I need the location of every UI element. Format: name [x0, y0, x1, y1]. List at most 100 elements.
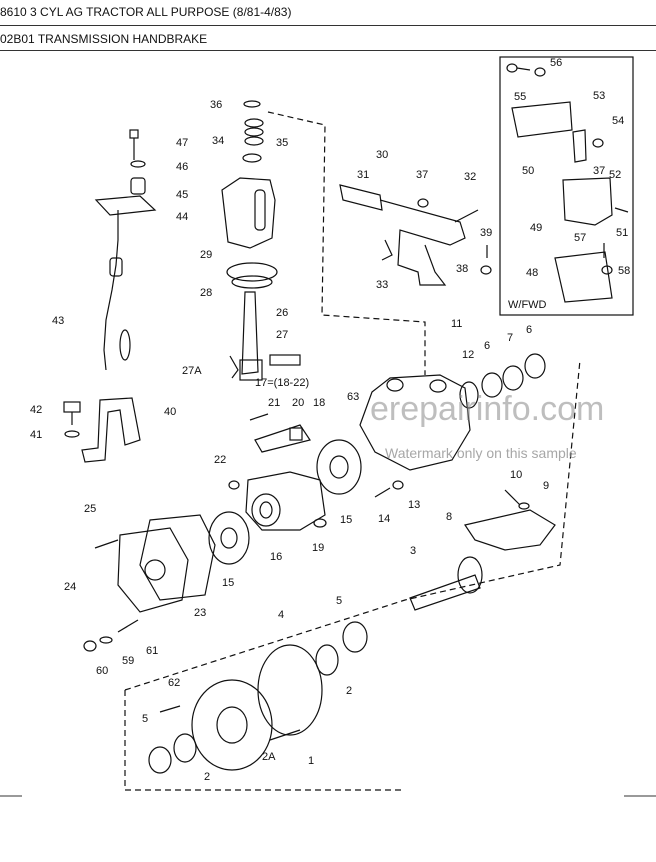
callout-42: 42 — [30, 404, 42, 416]
bracket-44 — [94, 195, 157, 216]
callout-27A: 27A — [182, 365, 202, 377]
bolt-51 — [614, 207, 629, 213]
section-title: 02B01 TRANSMISSION HANDBRAKE — [0, 32, 208, 46]
spring-35 — [244, 118, 264, 128]
callout-5b: 5 — [142, 713, 148, 725]
retainer-36 — [243, 100, 261, 108]
callout-53: 53 — [593, 90, 605, 102]
gasket-23 — [139, 514, 216, 601]
nut-22 — [228, 480, 240, 490]
bearing-2 — [315, 644, 339, 676]
boot-28 — [226, 262, 278, 282]
bearing-2-lower — [173, 733, 197, 763]
watermark: erepairinfo.com Watermark only on this s… — [370, 390, 604, 461]
callout-17: 17=(18-22) — [255, 377, 309, 389]
page-title: 8610 3 CYL AG TRACTOR ALL PURPOSE (8/81-… — [0, 5, 292, 19]
plate-18 — [289, 427, 303, 441]
gear-5 — [342, 621, 368, 653]
callout-34: 34 — [212, 135, 224, 147]
callout-1: 1 — [308, 755, 314, 767]
ring-7 — [502, 365, 524, 391]
bracket-49 — [562, 177, 613, 226]
nut-37 — [417, 198, 429, 208]
callout-10: 10 — [510, 469, 522, 481]
plate-53 — [511, 101, 573, 138]
callout-18: 18 — [313, 397, 325, 409]
callout-45: 45 — [176, 189, 188, 201]
callout-12: 12 — [462, 349, 474, 361]
callout-28: 28 — [200, 287, 212, 299]
washer-59 — [99, 636, 113, 644]
callout-9: 9 — [543, 480, 549, 492]
bolt-25 — [94, 539, 119, 549]
callout-56: 56 — [550, 57, 562, 69]
cable-loop — [119, 329, 131, 361]
assembly-guide-line — [267, 111, 426, 375]
callout-32: 32 — [464, 171, 476, 183]
callout-57: 57 — [574, 232, 586, 244]
seal-6b — [524, 353, 546, 379]
assembly-guide-line — [124, 690, 405, 791]
carrier-1 — [191, 679, 273, 771]
bearing-12 — [459, 381, 479, 409]
callout-20: 20 — [292, 397, 304, 409]
callout-4: 4 — [278, 609, 284, 621]
lever-50 — [572, 129, 587, 163]
watermark-site: erepairinfo.com — [370, 390, 604, 428]
cover-24 — [117, 527, 189, 613]
nut-54 — [592, 138, 604, 148]
plate-48 — [554, 251, 613, 303]
callout-37a: 37 — [416, 169, 428, 181]
callout-31: 31 — [357, 169, 369, 181]
callout-52: 52 — [609, 169, 621, 181]
pin-2A — [269, 729, 301, 741]
fwd-inset-frame — [499, 56, 634, 316]
brake-cable-43 — [103, 210, 119, 371]
part-drawings — [63, 56, 634, 791]
callout-38: 38 — [456, 263, 468, 275]
lever-link-20 — [254, 424, 311, 453]
callout-35: 35 — [276, 137, 288, 149]
lever-bracket-30 — [379, 199, 466, 286]
callout-50: 50 — [522, 165, 534, 177]
watermark-notice: Watermark only on this sample — [385, 445, 577, 461]
bolt-14 — [374, 487, 391, 498]
callout-27: 27 — [276, 329, 288, 341]
fwd-caption: W/FWD — [508, 299, 547, 311]
callout-54: 54 — [612, 115, 624, 127]
washer-13 — [392, 480, 404, 490]
callout-51: 51 — [616, 227, 628, 239]
bolt-42 — [63, 401, 81, 425]
callout-2b: 2 — [204, 771, 210, 783]
callout-labels: 36 34 35 47 46 45 44 29 28 26 27 27A 17=… — [30, 57, 630, 783]
callout-40: 40 — [164, 406, 176, 418]
callout-14: 14 — [378, 513, 390, 525]
washer-34 — [242, 153, 262, 163]
callout-59: 59 — [122, 655, 134, 667]
washer-41 — [64, 430, 80, 438]
callout-15a: 15 — [340, 514, 352, 526]
callout-47: 47 — [176, 137, 188, 149]
bolt-21 — [249, 413, 269, 421]
bolt-62 — [159, 705, 181, 713]
washer-46 — [130, 160, 146, 168]
callout-36: 36 — [210, 99, 222, 111]
callout-43: 43 — [52, 315, 64, 327]
callout-22: 22 — [214, 454, 226, 466]
bolt-10 — [504, 489, 521, 506]
gear-5-lower — [148, 746, 172, 774]
callout-13: 13 — [408, 499, 420, 511]
callout-29: 29 — [200, 249, 212, 261]
washer-9 — [518, 502, 530, 510]
assembly-guide-line — [124, 359, 581, 691]
callout-44: 44 — [176, 211, 188, 223]
clip-33 — [381, 239, 393, 261]
lever-housing-29 — [221, 177, 276, 249]
seal-6 — [481, 372, 503, 398]
washer-58 — [601, 265, 613, 275]
callout-60: 60 — [96, 665, 108, 677]
callout-33: 33 — [376, 279, 388, 291]
transmission-housing-63 — [359, 374, 471, 471]
rod-31 — [339, 184, 383, 211]
callout-63: 63 — [347, 391, 359, 403]
